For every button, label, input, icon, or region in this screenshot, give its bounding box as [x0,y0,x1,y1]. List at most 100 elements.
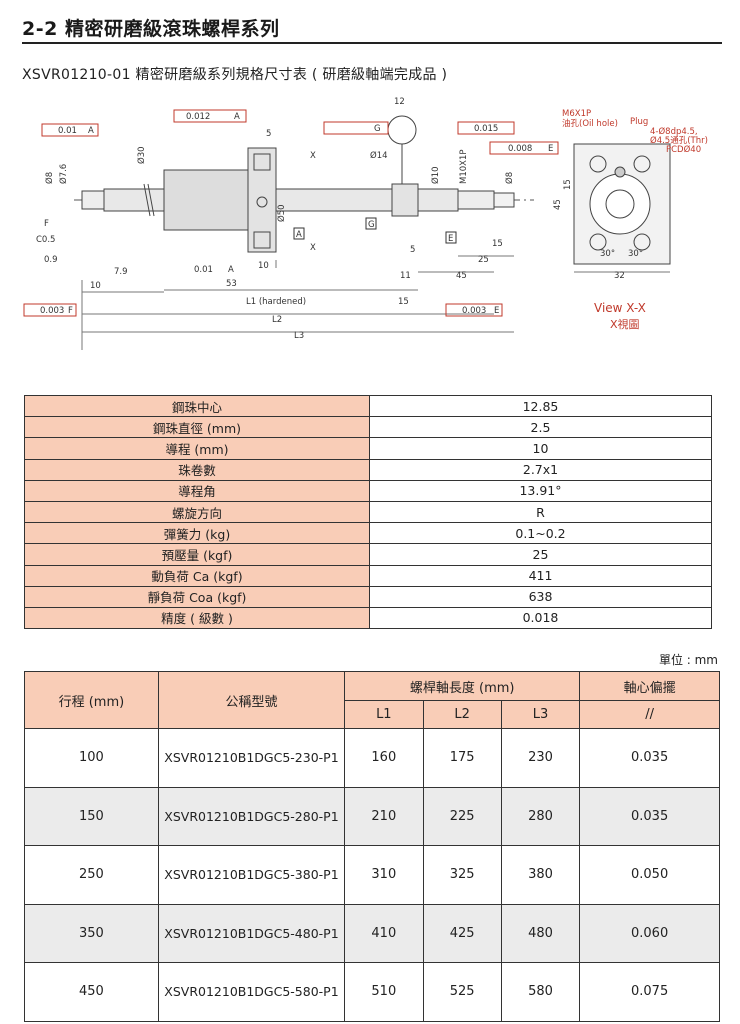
svg-text:0.003: 0.003 [462,306,486,316]
svg-text:A: A [228,265,234,275]
svg-text:Ø14: Ø14 [370,150,388,161]
header-length-group: 螺桿軸長度 (mm) [344,671,581,701]
svg-text:11: 11 [400,271,411,281]
header-runout-symbol: // [579,700,720,729]
view-title: View X-X [594,301,646,315]
svg-text:32: 32 [614,271,625,281]
cell-l1: 510 [344,962,424,1022]
cell-model: XSVR01210B1DGC5-580-P1 [157,962,346,1022]
cell-l1: 310 [344,845,424,905]
spec-value: 0.1~0.2 [369,522,712,545]
cell-l1: 160 [344,728,424,788]
spec-label: 精度 ( 級數 ) [24,606,370,630]
svg-text:F: F [44,219,49,229]
spec-label: 導程 (mm) [24,437,370,460]
svg-text:12: 12 [394,97,405,107]
header-l3: L3 [500,700,581,729]
runout-frame-left: 0.01 [58,126,77,136]
svg-text:G: G [374,124,381,134]
svg-text:5: 5 [266,129,271,139]
cell-model: XSVR01210B1DGC5-230-P1 [157,728,346,788]
spec-label: 螺旋方向 [24,500,370,524]
svg-text:30°: 30° [600,249,615,259]
svg-text:G: G [368,220,375,230]
spec-label: 彈簧力 (kg) [24,522,370,545]
svg-text:Ø8: Ø8 [504,172,515,184]
svg-text:25: 25 [478,255,489,265]
cell-runout: 0.050 [579,845,720,905]
spec-label: 動負荷 Ca (kgf) [24,564,370,587]
spec-value: 10 [369,437,712,460]
spec-row: 預壓量 (kgf)25 [24,543,712,566]
svg-text:5: 5 [410,245,415,255]
spec-label: 鋼珠直徑 (mm) [24,416,370,439]
svg-text:4-Ø8dp4.5,: 4-Ø8dp4.5, [650,126,698,137]
svg-text:53: 53 [226,279,237,289]
spec-label: 珠卷數 [24,458,370,481]
svg-text:Ø7.6: Ø7.6 [58,164,69,184]
cell-l3: 380 [500,845,581,905]
cell-stroke: 350 [24,903,159,963]
cell-runout: 0.035 [579,728,720,788]
cell-l1: 210 [344,786,424,846]
cell-l2: 325 [422,845,502,905]
page-title: 2-2 精密研磨級滾珠螺桿系列 [22,18,280,40]
header-model: 公稱型號 [157,671,346,729]
svg-text:0.9: 0.9 [44,255,58,265]
svg-text:45: 45 [456,271,467,281]
header-l2: L2 [422,700,502,729]
cell-stroke: 450 [24,962,159,1022]
cell-l2: 525 [422,962,502,1022]
svg-text:Plug: Plug [630,117,648,127]
spec-value: 2.7x1 [369,458,712,481]
spec-value: 638 [369,585,712,608]
header-l1: L1 [344,700,424,729]
svg-text:L3: L3 [294,331,304,341]
cell-l3: 580 [500,962,581,1022]
cell-stroke: 100 [24,728,159,788]
svg-text:0.015: 0.015 [474,124,498,134]
cell-model: XSVR01210B1DGC5-380-P1 [157,845,346,905]
svg-text:L1 (hardened): L1 (hardened) [246,297,306,307]
svg-text:A: A [88,126,94,136]
cell-runout: 0.075 [579,962,720,1022]
svg-text:Ø8: Ø8 [44,172,55,184]
view-subtitle: X視圖 [610,317,640,331]
cell-l3: 480 [500,903,581,963]
cell-l2: 425 [422,903,502,963]
svg-text:0.003: 0.003 [40,306,64,316]
ball-screw-drawing: 0.01 A 0.012 A G 0.015 0.008 E 12 Ø14 5 … [23,97,708,350]
cell-runout: 0.035 [579,786,720,846]
svg-text:M10X1P: M10X1P [459,149,469,184]
page-subtitle: XSVR01210-01 精密研磨級系列規格尺寸表 ( 研磨級軸端完成品 ) [22,67,448,83]
spec-value: 2.5 [369,416,712,439]
spec-row: 導程 (mm)10 [24,437,712,460]
svg-text:15: 15 [492,239,503,249]
svg-text:A: A [296,230,302,240]
cell-l2: 175 [422,728,502,788]
spec-row: 鋼珠直徑 (mm)2.5 [24,416,712,439]
svg-text:PCDØ40: PCDØ40 [666,144,701,155]
svg-text:30°: 30° [628,249,643,259]
svg-text:L2: L2 [272,315,282,325]
spec-row: 動負荷 Ca (kgf)411 [24,564,712,587]
spec-value: 13.91° [369,479,712,502]
spec-value: 411 [369,564,712,587]
cell-l1: 410 [344,903,424,963]
svg-text:Ø50: Ø50 [276,204,287,222]
cell-l3: 280 [500,786,581,846]
cell-runout: 0.060 [579,903,720,963]
svg-text:X: X [310,151,316,161]
cell-stroke: 150 [24,786,159,846]
svg-text:0.012: 0.012 [186,112,210,122]
spec-label: 靜負荷 Coa (kgf) [24,585,370,608]
svg-text:15: 15 [563,179,573,190]
svg-text:0.01: 0.01 [194,265,213,275]
